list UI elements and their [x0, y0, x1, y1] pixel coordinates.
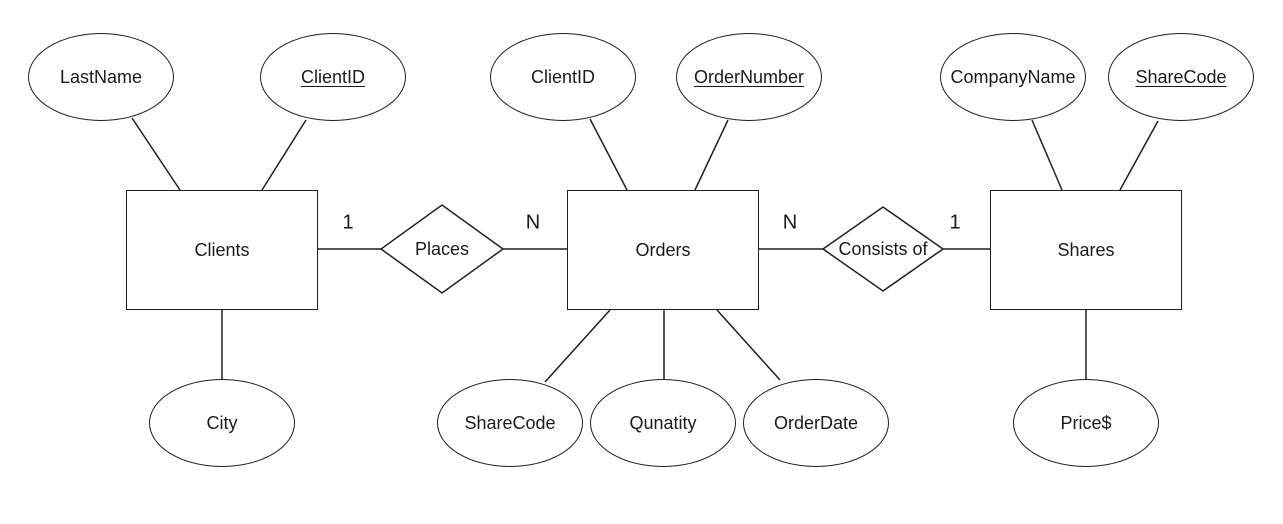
attribute-ordernumber-key: OrderNumber: [676, 33, 822, 121]
entity-clients: Clients: [126, 190, 318, 310]
cardinality-clients-places: 1: [342, 211, 354, 234]
entity-shares: Shares: [990, 190, 1182, 310]
attribute-companyname-label: CompanyName: [950, 66, 1076, 87]
attribute-orderdate-label: OrderDate: [773, 412, 859, 433]
attribute-price: Price$: [1013, 379, 1159, 467]
attribute-sharecode-orders: ShareCode: [437, 379, 583, 467]
relationship-consists-of-diamond: [821, 206, 945, 292]
attribute-clientid-key-label: ClientID: [300, 66, 366, 87]
entity-orders-label: Orders: [635, 239, 691, 260]
connector-clientid-clients: [261, 119, 307, 191]
entity-shares-label: Shares: [1057, 239, 1115, 260]
connector-sharecode-shares: [1119, 120, 1159, 191]
connector-companyname-shares: [1031, 119, 1063, 191]
attribute-ordernumber-key-label: OrderNumber: [693, 66, 805, 87]
attribute-qunatity-label: Qunatity: [629, 412, 697, 433]
attribute-lastname: LastName: [28, 33, 174, 121]
attribute-clientid-key: ClientID: [260, 33, 406, 121]
attribute-sharecode-key: ShareCode: [1108, 33, 1254, 121]
attribute-sharecode-orders-label: ShareCode: [464, 412, 556, 433]
connector-ordernumber-orders: [694, 119, 729, 191]
connector-orders-orderdate: [716, 309, 781, 381]
connector-clientid-orders: [589, 118, 628, 191]
attribute-price-label: Price$: [1060, 412, 1112, 433]
connector-lastname-clients: [131, 117, 181, 191]
relationship-places-diamond: [379, 204, 505, 294]
cardinality-consists-of-shares: 1: [949, 211, 961, 234]
connector-orders-sharecode: [544, 309, 611, 383]
attribute-city: City: [149, 379, 295, 467]
cardinality-orders-consists-of: N: [782, 211, 798, 234]
attribute-sharecode-key-label: ShareCode: [1135, 66, 1227, 87]
cardinality-places-orders: N: [525, 211, 541, 234]
attribute-qunatity: Qunatity: [590, 379, 736, 467]
attribute-orderdate: OrderDate: [743, 379, 889, 467]
attribute-companyname: CompanyName: [940, 33, 1086, 121]
attribute-clientid-orders-label: ClientID: [530, 66, 596, 87]
attribute-city-label: City: [206, 412, 238, 433]
attribute-clientid-orders: ClientID: [490, 33, 636, 121]
entity-orders: Orders: [567, 190, 759, 310]
attribute-lastname-label: LastName: [59, 66, 143, 87]
entity-clients-label: Clients: [194, 239, 250, 260]
